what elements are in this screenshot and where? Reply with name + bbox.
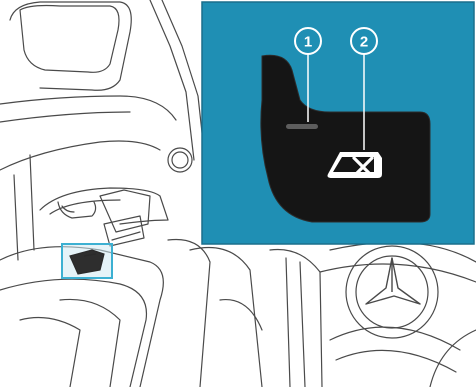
callout-number-1: 1 (304, 34, 312, 51)
mercedes-star-logo (366, 258, 420, 304)
callout-inset: 1 2 (202, 2, 474, 244)
callout-badge-2: 2 (351, 28, 377, 54)
callout-number-2: 2 (360, 34, 368, 51)
indicator-lamp-icon (286, 124, 318, 129)
callout-badge-1: 1 (295, 28, 321, 54)
